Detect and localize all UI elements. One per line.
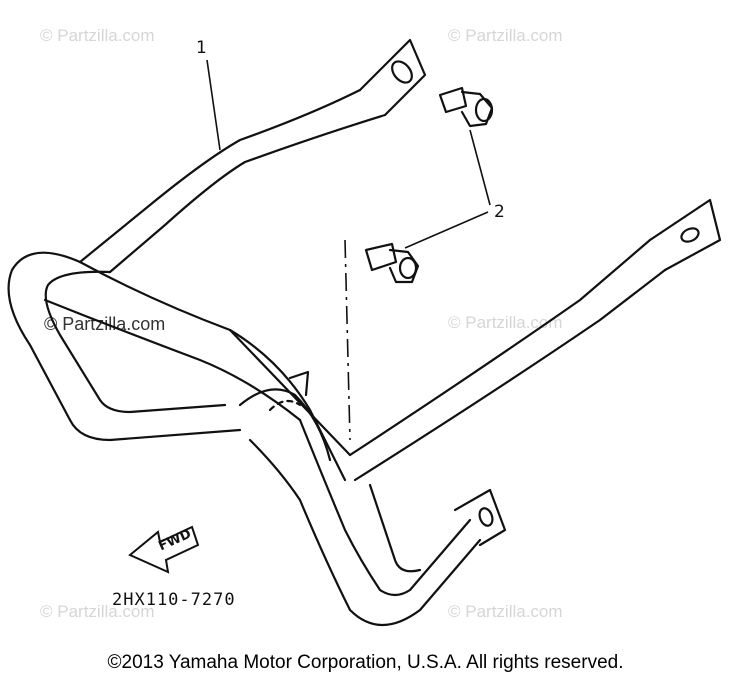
install-line	[344, 239, 351, 441]
leader-part1	[206, 59, 221, 151]
callout-part-2: 2	[494, 202, 505, 222]
main-bar-upper	[78, 260, 352, 457]
top-bar-lower	[108, 113, 387, 274]
center-hump-inner	[238, 388, 332, 462]
leader-part2-lower	[404, 211, 489, 249]
loop-outer	[7, 251, 242, 442]
callout-part-1: 1	[196, 38, 207, 58]
bolt-upper-icon	[438, 86, 494, 128]
watermark-mid-right: © Partzilla.com	[448, 313, 563, 332]
tab-bottom-hole	[478, 507, 494, 527]
leader-part2-upper	[469, 129, 491, 206]
leg-upper	[298, 418, 472, 597]
main-bar-lower	[43, 298, 302, 422]
center-hump	[228, 328, 347, 482]
tab-top-left	[358, 38, 427, 117]
tab-top-left-hole	[391, 60, 413, 84]
top-bar-upper	[78, 88, 362, 264]
tab-right-hole	[680, 227, 700, 243]
watermark-top-right: © Partzilla.com	[448, 26, 563, 45]
center-dashed	[268, 399, 302, 412]
watermark-bottom-left: © Partzilla.com	[40, 602, 155, 621]
leg-lower	[248, 438, 482, 627]
right-bar-upper	[348, 238, 652, 457]
watermark-bottom-right: © Partzilla.com	[448, 602, 563, 621]
center-bracket	[288, 370, 310, 397]
leg-side	[368, 483, 422, 573]
copyright-notice: ©2013 Yamaha Motor Corporation, U.S.A. A…	[107, 652, 624, 673]
watermark-top-left: © Partzilla.com	[40, 26, 155, 45]
right-bar-lower	[353, 268, 667, 482]
tab-right	[648, 198, 722, 272]
fwd-arrow-icon	[128, 525, 200, 574]
diagram-part-number: 2HX110-7270	[112, 590, 236, 610]
tab-bottom	[453, 488, 507, 547]
loop-inner	[44, 270, 227, 414]
bolt-lower-icon	[364, 242, 420, 284]
